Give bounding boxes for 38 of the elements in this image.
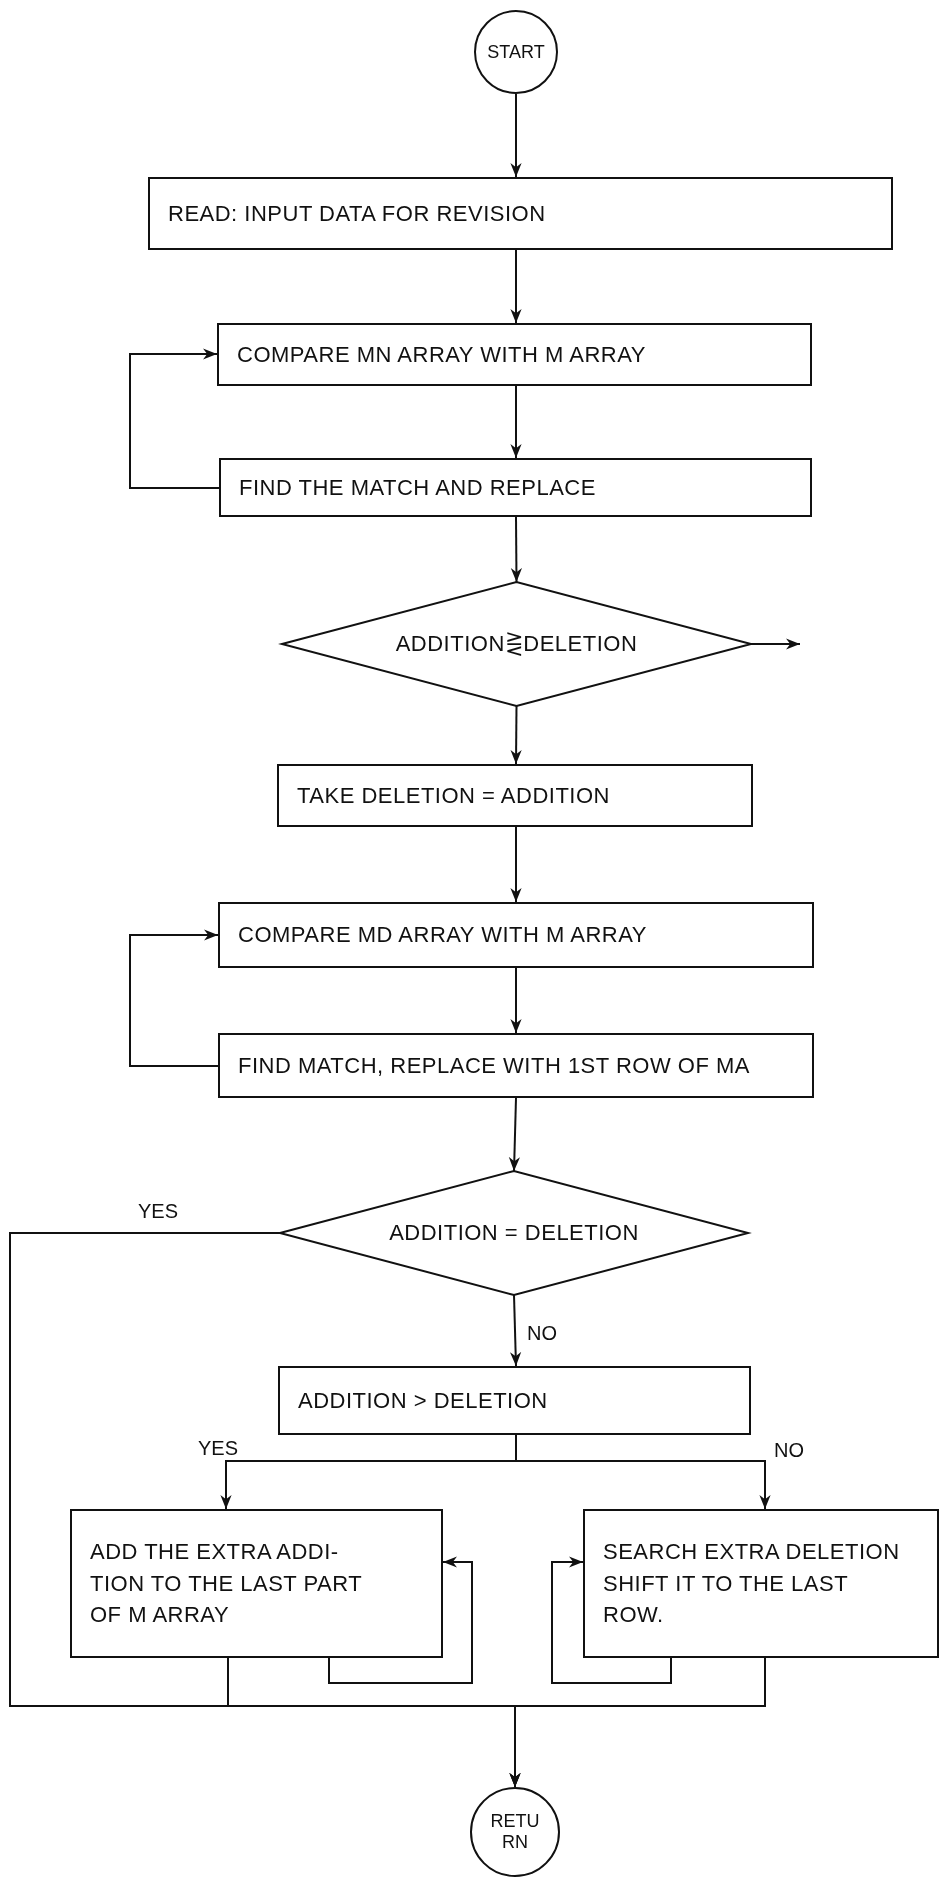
arrow [510,967,522,1034]
node-text: READ: INPUT DATA FOR REVISION [168,199,546,228]
arrow [510,516,522,583]
process-box [148,177,893,250]
arrow [551,1556,672,1684]
arrow [510,705,522,765]
node-text: FIND MATCH, REPLACE WITH 1ST ROW OF MA [238,1051,750,1080]
process-box [218,1033,814,1098]
node-text: FIND THE MATCH AND REPLACE [239,473,596,502]
arrow [515,1434,771,1510]
node-text: ADDITION = DELETION [389,1219,639,1248]
node-text: START [487,41,545,63]
arrow [328,1556,473,1684]
node-text: ADDITION⋛DELETION [395,630,638,659]
node-text: TAKE DELETION = ADDITION [297,781,610,810]
arrow [510,93,522,178]
arrow [510,385,522,459]
node-text: ADD THE EXTRA ADDI- TION TO THE LAST PART OF M ARRAY [90,1537,363,1630]
process-box [583,1509,939,1658]
arrow [510,1294,522,1367]
process-box [218,902,814,968]
process-box [217,323,812,386]
arrow [510,826,522,903]
process-box [278,1366,751,1435]
node-text: COMPARE MN ARRAY WITH M ARRAY [237,340,646,369]
node-text: ADDITION > DELETION [298,1386,548,1415]
arrow [129,929,219,1067]
arrow [508,1097,520,1172]
node-text: SEARCH EXTRA DELETION SHIFT IT TO THE LAST ROW. [603,1537,901,1630]
process-box [219,458,812,517]
process-box [277,764,753,827]
arrow [750,638,801,650]
node-text: RETU RN [489,1811,541,1853]
arrow [510,249,522,324]
arrow [509,1657,766,1788]
node-text: COMPARE MD ARRAY WITH M ARRAY [238,921,647,950]
process-box [70,1509,443,1658]
arrow [129,348,220,489]
